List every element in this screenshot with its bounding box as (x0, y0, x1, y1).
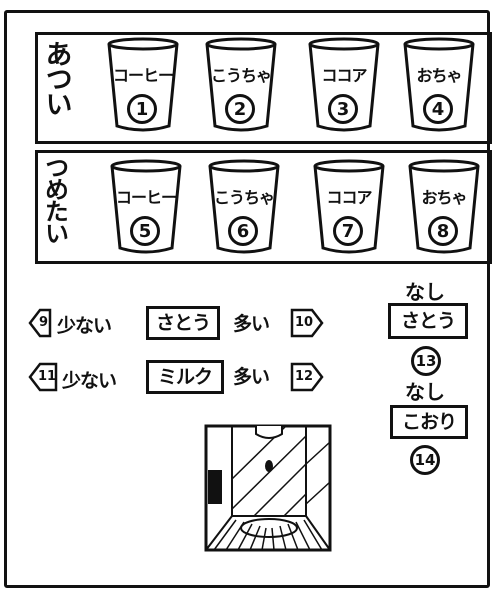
cup-button-cold-cocoa[interactable]: ココア 7 (313, 160, 385, 256)
cup-number: 6 (228, 216, 258, 246)
cup-number: 8 (428, 216, 458, 246)
cup-number: 7 (333, 216, 363, 246)
cup-button-cold-coffee[interactable]: コーヒー 5 (110, 160, 182, 256)
milk-more-number: 12 (295, 369, 313, 384)
cup-dispenser-slot (204, 424, 334, 554)
milk-less-label: 少ない (62, 366, 116, 393)
milk-less-button[interactable]: 11 (28, 362, 58, 392)
cup-number: 2 (225, 94, 255, 124)
cup-name: コーヒー (107, 62, 179, 86)
no-sugar-button[interactable]: さとう (388, 303, 468, 339)
milk-more-button[interactable]: 12 (290, 362, 324, 392)
no-sugar-number: 13 (411, 346, 441, 376)
cup-button-hot-coffee[interactable]: コーヒー 1 (107, 38, 179, 134)
no-sugar-caption: なし (405, 276, 445, 305)
cup-name: こうちゃ (205, 62, 277, 86)
sugar-less-button[interactable]: 9 (28, 308, 52, 338)
milk-less-number: 11 (38, 369, 56, 384)
no-ice-caption: なし (405, 376, 445, 405)
no-ice-number: 14 (410, 445, 440, 475)
milk-more-label: 多い (233, 362, 269, 389)
cup-number: 5 (130, 216, 160, 246)
cup-name: こうちゃ (208, 184, 280, 208)
sugar-more-button[interactable]: 10 (290, 308, 324, 338)
no-ice-button[interactable]: こおり (390, 405, 468, 439)
cup-name: ココア (313, 184, 385, 208)
cup-button-hot-green-tea[interactable]: おちゃ 4 (403, 38, 475, 134)
cup-number: 3 (328, 94, 358, 124)
sugar-more-label: 多い (233, 309, 269, 336)
cup-name: コーヒー (110, 184, 182, 208)
cup-button-hot-cocoa[interactable]: ココア 3 (308, 38, 380, 134)
cold-label: つめたい (42, 155, 66, 243)
hot-label: あつい (42, 40, 70, 115)
sugar-label: さとう (146, 306, 220, 340)
cup-number: 1 (127, 94, 157, 124)
cup-button-cold-tea[interactable]: こうちゃ 6 (208, 160, 280, 256)
sugar-more-number: 10 (295, 315, 313, 330)
cup-button-hot-tea[interactable]: こうちゃ 2 (205, 38, 277, 134)
cup-name: ココア (308, 62, 380, 86)
sugar-less-number: 9 (39, 315, 48, 330)
milk-label: ミルク (146, 360, 224, 394)
cup-button-cold-green-tea[interactable]: おちゃ 8 (408, 160, 480, 256)
sugar-less-label: 少ない (57, 311, 111, 338)
cup-name: おちゃ (403, 62, 475, 86)
drip-icon (265, 460, 273, 472)
cup-number: 4 (423, 94, 453, 124)
cup-name: おちゃ (408, 184, 480, 208)
